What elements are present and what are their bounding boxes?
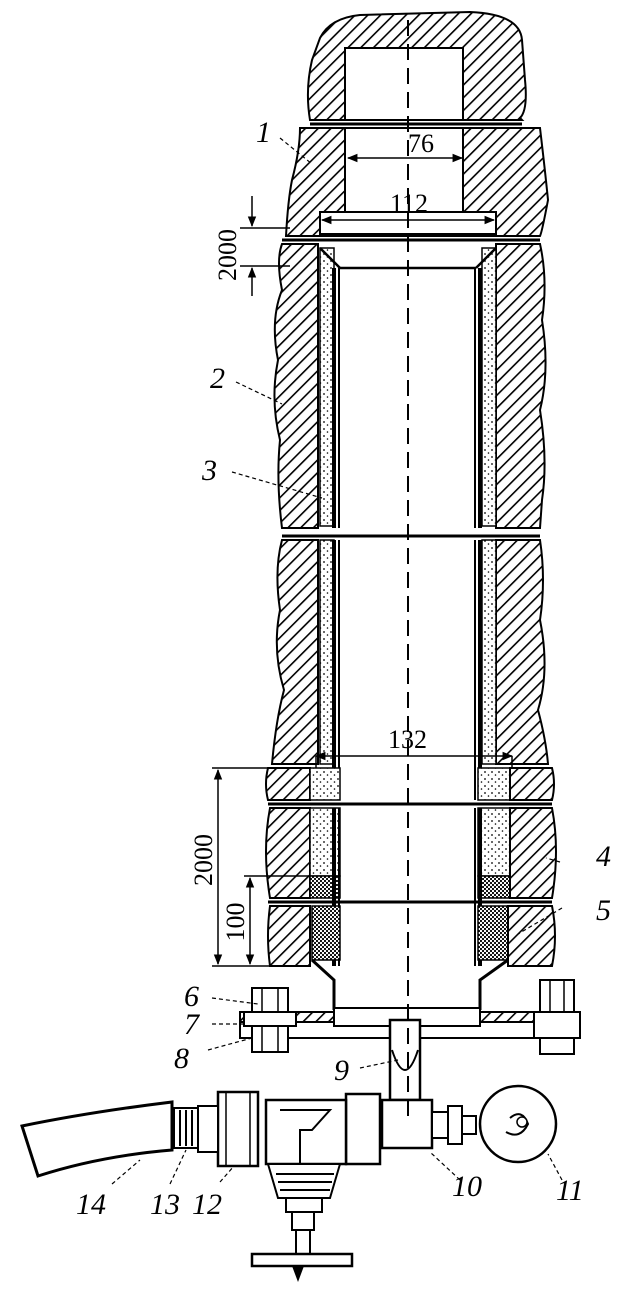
dim-lower-length: 2000 bbox=[189, 834, 218, 886]
right-bolt bbox=[533, 979, 581, 1055]
left-bolt bbox=[243, 987, 297, 1053]
dimension-lines bbox=[212, 153, 514, 967]
dim-small-length: 100 bbox=[221, 903, 250, 942]
dim-top-outer: 112 bbox=[390, 189, 428, 218]
label-1: 1 bbox=[256, 116, 271, 149]
middle-rock-section bbox=[265, 539, 555, 801]
label-10: 10 bbox=[452, 1170, 482, 1203]
label-5: 5 bbox=[596, 894, 611, 927]
dim-upper-length: 2000 bbox=[213, 229, 242, 281]
label-3: 3 bbox=[201, 454, 217, 487]
label-4: 4 bbox=[596, 840, 611, 873]
label-14: 14 bbox=[76, 1188, 106, 1221]
label-6: 6 bbox=[184, 980, 199, 1013]
upper-rock-section bbox=[273, 243, 547, 529]
label-2: 2 bbox=[210, 362, 225, 395]
lower-rock-section bbox=[265, 807, 557, 1010]
valve-assembly bbox=[20, 1018, 558, 1282]
label-9: 9 bbox=[334, 1054, 349, 1087]
label-7: 7 bbox=[184, 1008, 201, 1041]
dim-top-inner: 76 bbox=[408, 129, 434, 158]
label-12: 12 bbox=[192, 1188, 222, 1221]
top-rock-section bbox=[284, 10, 550, 237]
dim-lower-width: 132 bbox=[388, 725, 427, 754]
label-13: 13 bbox=[150, 1188, 180, 1221]
section-break-lines bbox=[268, 122, 552, 904]
label-8: 8 bbox=[174, 1042, 189, 1075]
leader-lines bbox=[111, 137, 563, 1185]
label-11: 11 bbox=[556, 1174, 584, 1207]
